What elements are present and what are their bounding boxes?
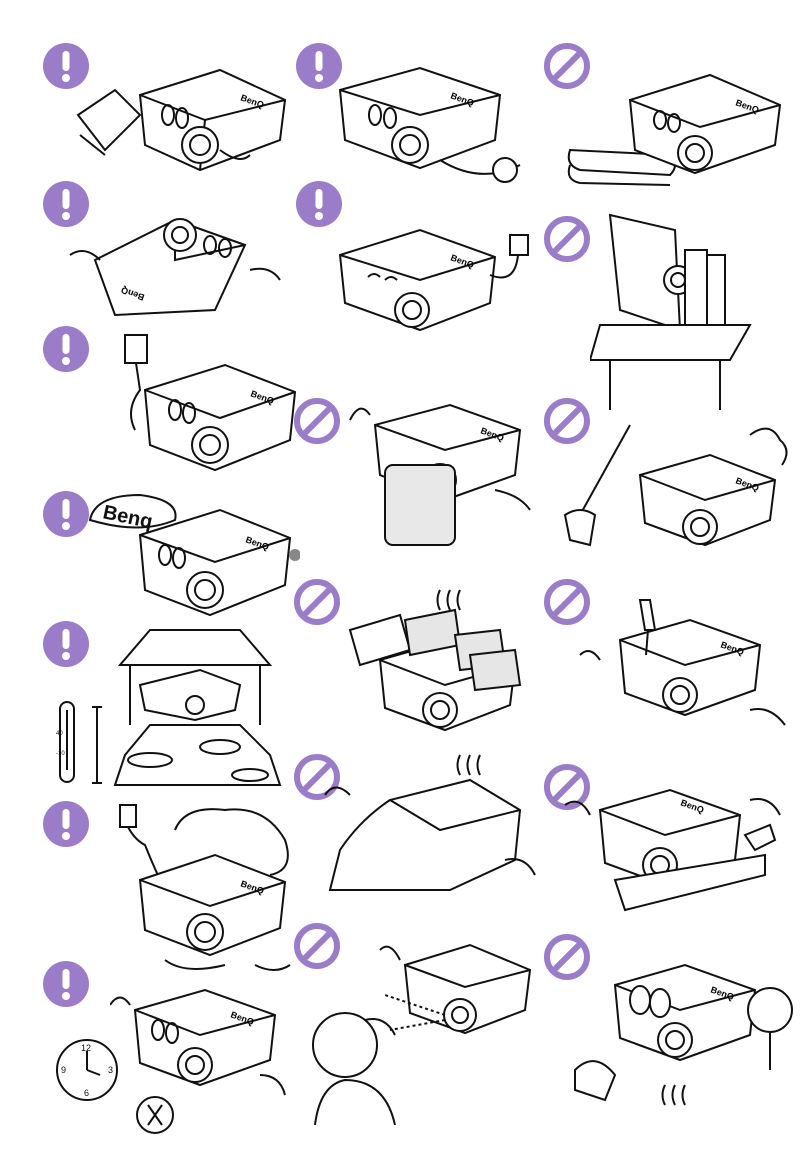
safety-cell-power-moisture: BenQ — [30, 795, 291, 975]
exclamation-icon — [296, 43, 342, 89]
safety-cell-lens-cover: BenQ — [30, 30, 290, 180]
exclamation-icon — [43, 181, 89, 227]
projector-on-cushion-illustration: BenQ — [567, 73, 782, 186]
safety-cell-cable: BenQ — [290, 30, 540, 183]
clock-number-9: 9 — [61, 1065, 66, 1075]
thermo-max-label: 40 — [56, 731, 63, 737]
safety-cell-vertical — [540, 190, 790, 410]
projector-mountain-illustration — [113, 629, 282, 786]
projector-screwdriver-illustration: BenQ — [579, 599, 786, 726]
prohibition-icon — [294, 398, 340, 444]
prohibition-icon — [294, 923, 340, 969]
exclamation-icon — [43, 621, 89, 667]
projector-falling-illustration: BenQ — [349, 403, 531, 546]
safety-cell-grounding: BenQ — [30, 320, 297, 490]
prohibition-icon — [294, 579, 340, 625]
projector-fan-illustration: BenQ — [574, 963, 793, 1106]
thermo-min-label: -10 — [56, 751, 65, 757]
prohibition-icon — [544, 934, 590, 980]
safety-cell-cover-heat — [290, 745, 540, 905]
projector-grounded-plug-illustration: BenQ — [124, 334, 297, 472]
safety-cell-upside-down: BenQ — [30, 175, 290, 325]
safety-cell-fire: BenQ — [540, 925, 795, 1125]
safety-cell-soft-surface: BenQ — [540, 30, 790, 190]
projector-covered-by-objects-illustration — [348, 589, 522, 732]
prohibition-icon — [544, 43, 590, 89]
projector-vertical-illustration — [590, 213, 752, 410]
thermometer-icon: 40 -10 — [56, 701, 75, 783]
exclamation-icon — [43, 43, 89, 89]
exclamation-icon — [43, 801, 89, 847]
projector-under-cloth-illustration — [324, 754, 536, 891]
exclamation-icon — [43, 491, 89, 537]
projector-sleeping-illustration: BenQ — [338, 228, 529, 332]
safety-cell-environment: 40 -10 — [30, 615, 290, 790]
prohibition-icon — [544, 764, 590, 810]
safety-cell-lamp-life: 12 3 6 9 BenQ — [30, 955, 290, 1135]
projector-cover-illustration: BenQ — [76, 68, 287, 172]
projector-cap-illustration: Benq BenQ — [88, 493, 300, 617]
prohibition-icon — [544, 216, 590, 262]
projector-light-in-eyes-illustration — [312, 943, 532, 1125]
safety-cell-dust: BenQ — [540, 385, 795, 570]
exclamation-icon — [43, 961, 89, 1007]
prohibition-icon — [544, 579, 590, 625]
clock-number-12: 12 — [81, 1043, 91, 1053]
safety-cell-unstable: BenQ — [290, 385, 540, 555]
projector-unplug-illustration: BenQ — [119, 804, 291, 971]
safety-cell-ventilation: Benq BenQ — [30, 485, 300, 625]
exclamation-icon — [43, 326, 89, 372]
safety-cell-standby: BenQ — [290, 175, 540, 345]
altitude-scale-icon — [92, 706, 102, 784]
projector-liquid-spill-illustration: BenQ — [564, 788, 781, 912]
clock-number-6: 6 — [84, 1088, 89, 1098]
prohibition-icon — [544, 398, 590, 444]
safety-cell-water: BenQ — [540, 755, 795, 930]
projector-lamp-illustration: BenQ — [110, 988, 286, 1134]
safety-cell-no-objects-on-top: BenQ — [540, 570, 795, 750]
projector-cable-illustration: BenQ — [338, 66, 521, 183]
projector-upside-down-illustration: BenQ — [69, 218, 281, 317]
clock-number-3: 3 — [108, 1065, 113, 1075]
exclamation-icon — [296, 181, 342, 227]
safety-cell-cover-vents — [290, 570, 540, 745]
prohibition-icon — [294, 754, 340, 800]
projector-dusty-illustration: BenQ — [563, 424, 788, 547]
safety-cell-eyes — [290, 910, 540, 1125]
clock-icon: 12 3 6 9 — [56, 1039, 118, 1101]
